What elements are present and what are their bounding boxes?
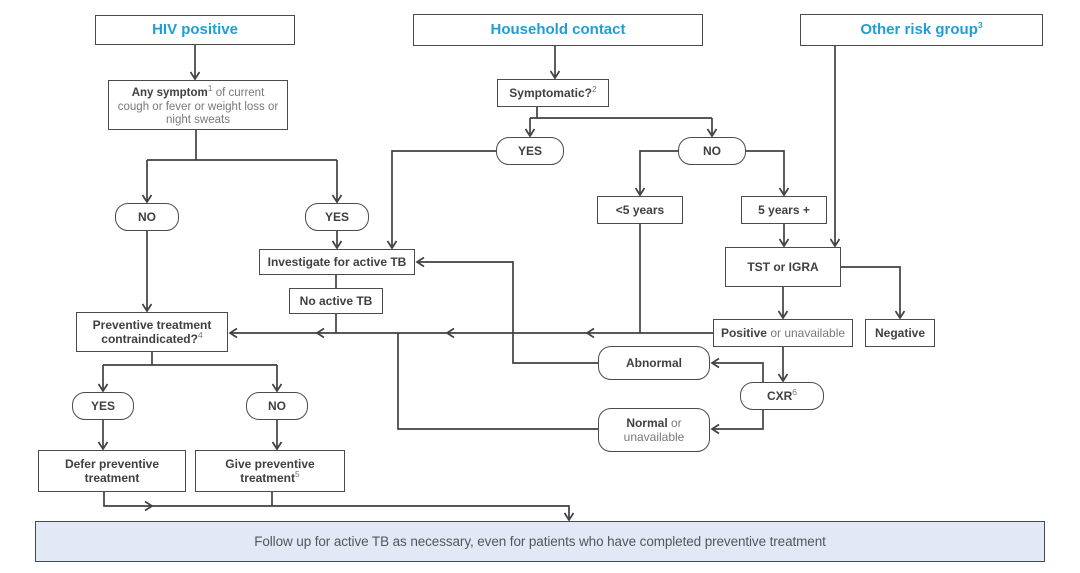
node-investigate-active-tb: Investigate for active TB [259,249,415,275]
node-contraindicated-yes: YES [72,392,134,420]
header-other-risk-group: Other risk group3 [800,14,1043,46]
connector-lines [102,45,901,518]
node-any-symptom: Any symptom1 of current cough or fever o… [108,80,288,130]
header-hiv-positive: HIV positive [95,15,295,45]
node-hiv-symptom-yes: YES [305,203,369,231]
node-symptomatic-yes: YES [496,137,564,165]
node-no-active-tb: No active TB [289,288,383,314]
node-defer-preventive-treatment: Defer preventive treatment [38,450,186,492]
banner: Follow up for active TB as necessary, ev… [35,521,1045,562]
node-abnormal: Abnormal [598,346,710,380]
node-normal-or-unavailable: Normal or unavailable [598,408,710,452]
node-5-years-plus: 5 years + [741,196,827,224]
arrowheads [97,70,906,522]
node-hiv-symptom-no: NO [115,203,179,231]
node-tst-or-igra: TST or IGRA [725,247,841,287]
header-household-contact: Household contact [413,14,703,46]
node-contraindicated-no: NO [246,392,308,420]
node-negative: Negative [865,319,935,347]
node-give-preventive-treatment: Give preventive treatment5 [195,450,345,492]
node-positive-or-unavailable: Positive or unavailable [713,319,853,347]
node-symptomatic: Symptomatic?2 [497,79,609,107]
node-symptomatic-no: NO [678,137,746,165]
node-under-5-years: <5 years [597,196,683,224]
node-cxr: CXR6 [740,382,824,410]
node-preventive-treatment-contraindicated: Preventive treatment contraindicated?4 [76,312,228,352]
